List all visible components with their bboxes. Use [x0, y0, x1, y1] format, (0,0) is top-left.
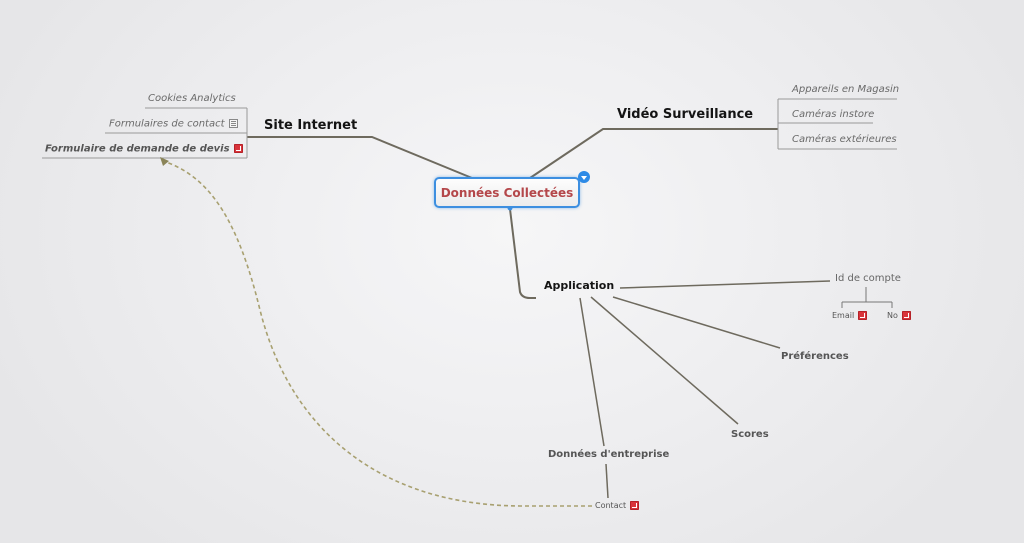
topic-donnees-entreprise[interactable]: Données d'entreprise — [548, 450, 669, 460]
flag-icon[interactable] — [630, 501, 640, 510]
flag-icon[interactable] — [233, 144, 243, 153]
connector-app-preferences — [612, 296, 781, 349]
topic-appareils-magasin[interactable]: Appareils en Magasin — [792, 85, 899, 95]
topic-email[interactable]: Email — [832, 311, 868, 320]
connector-app-id-compte — [619, 280, 831, 289]
topic-cameras-exterieures-label: Caméras extérieures — [792, 134, 897, 145]
topic-site-internet[interactable]: Site Internet — [264, 119, 357, 132]
topic-cookies-analytics[interactable]: Cookies Analytics — [148, 94, 236, 104]
topic-formulaire-devis[interactable]: Formulaire de demande de devis — [45, 144, 243, 155]
topic-formulaires-contact[interactable]: Formulaires de contact — [109, 119, 238, 130]
topic-application[interactable]: Application — [544, 280, 614, 291]
relationship-contact-devis[interactable] — [165, 161, 592, 507]
central-topic[interactable]: Données Collectées — [434, 177, 580, 208]
topic-donnees-entreprise-label: Données d'entreprise — [548, 449, 670, 460]
topic-email-label: Email — [832, 311, 855, 320]
connector-central-site-internet — [247, 136, 473, 179]
topic-id-de-compte-label: Id de compte — [835, 273, 901, 284]
connector-central-application — [509, 208, 536, 299]
topic-formulaire-devis-label: Formulaire de demande de devis — [45, 143, 230, 155]
note-icon[interactable] — [228, 119, 238, 128]
flag-icon[interactable] — [901, 311, 911, 320]
topic-cameras-instore-label: Caméras instore — [792, 109, 875, 120]
topic-contact[interactable]: Contact — [595, 501, 640, 510]
topic-scores[interactable]: Scores — [731, 430, 769, 440]
flag-icon[interactable] — [858, 311, 868, 320]
topic-preferences-label: Préférences — [781, 351, 849, 362]
relationship-arrowhead — [160, 157, 169, 166]
connector-entreprise-contact — [605, 463, 609, 499]
topic-cameras-instore[interactable]: Caméras instore — [792, 110, 874, 120]
topic-id-de-compte[interactable]: Id de compte — [835, 274, 901, 284]
topic-application-label: Application — [544, 279, 615, 292]
central-topic-label: Données Collectées — [440, 185, 574, 200]
connector-app-scores — [590, 296, 739, 425]
collapse-toggle-icon[interactable] — [578, 171, 590, 183]
topic-formulaires-contact-label: Formulaires de contact — [109, 118, 225, 130]
topic-site-internet-label: Site Internet — [264, 118, 358, 133]
topic-appareils-magasin-label: Appareils en Magasin — [792, 84, 900, 95]
topic-preferences[interactable]: Préférences — [781, 352, 849, 362]
connector-app-donnees-entreprise — [579, 297, 605, 447]
topic-video-surveillance[interactable]: Vidéo Surveillance — [617, 108, 753, 121]
topic-cameras-exterieures[interactable]: Caméras extérieures — [792, 135, 897, 145]
topic-no-label: No — [887, 311, 898, 320]
topic-video-surveillance-label: Vidéo Surveillance — [617, 107, 754, 122]
connector-central-video — [529, 128, 778, 179]
topic-no[interactable]: No — [887, 311, 911, 320]
topic-scores-label: Scores — [731, 429, 769, 440]
topic-cookies-analytics-label: Cookies Analytics — [148, 93, 236, 104]
topic-contact-label: Contact — [595, 501, 627, 510]
